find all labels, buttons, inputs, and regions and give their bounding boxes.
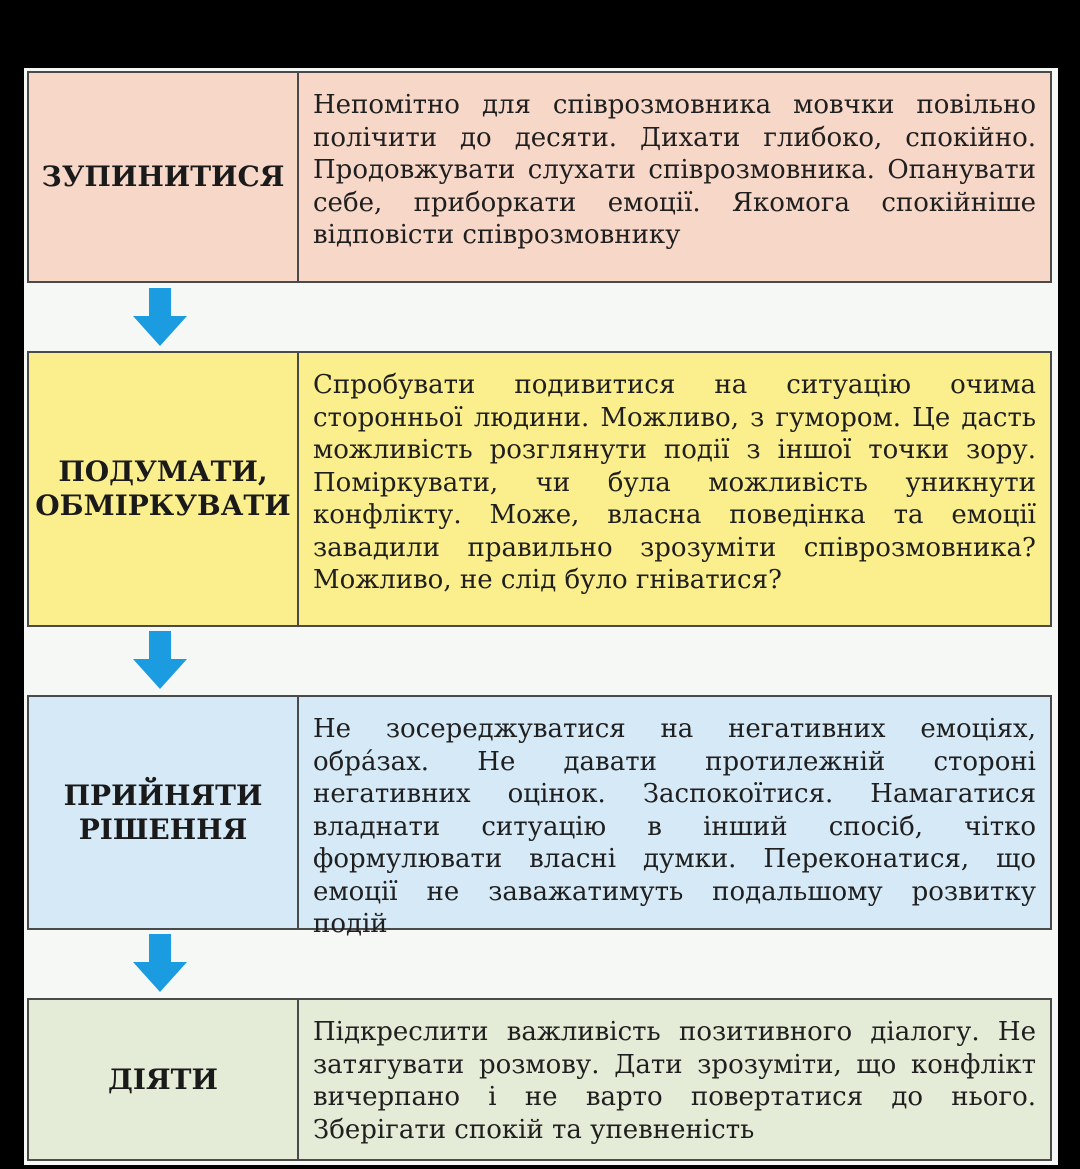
step-label: ДІЯТИ (29, 1000, 299, 1159)
step-description: Непомітно для співрозмовника мовчки пові… (313, 90, 1036, 250)
arrow-down-icon (133, 934, 187, 992)
step-label: ПРИЙНЯТИ РІШЕННЯ (29, 697, 299, 928)
step-description: Спробувати подивитися на ситуацію очима … (313, 370, 1036, 595)
step-stop: ЗУПИНИТИСЯ Непомітно для співрозмовника … (27, 71, 1052, 283)
flowchart-panel: ЗУПИНИТИСЯ Непомітно для співрозмовника … (24, 68, 1058, 1165)
arrow-down-icon (133, 288, 187, 346)
step-description: Не зосереджуватися на негативних емоціях… (313, 714, 1036, 939)
step-act: ДІЯТИ Підкреслити важливість позитивного… (27, 998, 1052, 1161)
step-label: ПОДУМАТИ, ОБМІРКУВАТИ (29, 353, 299, 625)
step-description: Підкреслити важливість позитивного діало… (313, 1017, 1036, 1145)
step-think: ПОДУМАТИ, ОБМІРКУВАТИ Спробувати подивит… (27, 351, 1052, 627)
step-label: ЗУПИНИТИСЯ (29, 73, 299, 281)
step-decide: ПРИЙНЯТИ РІШЕННЯ Не зосереджуватися на н… (27, 695, 1052, 939)
arrow-down-icon (133, 631, 187, 689)
